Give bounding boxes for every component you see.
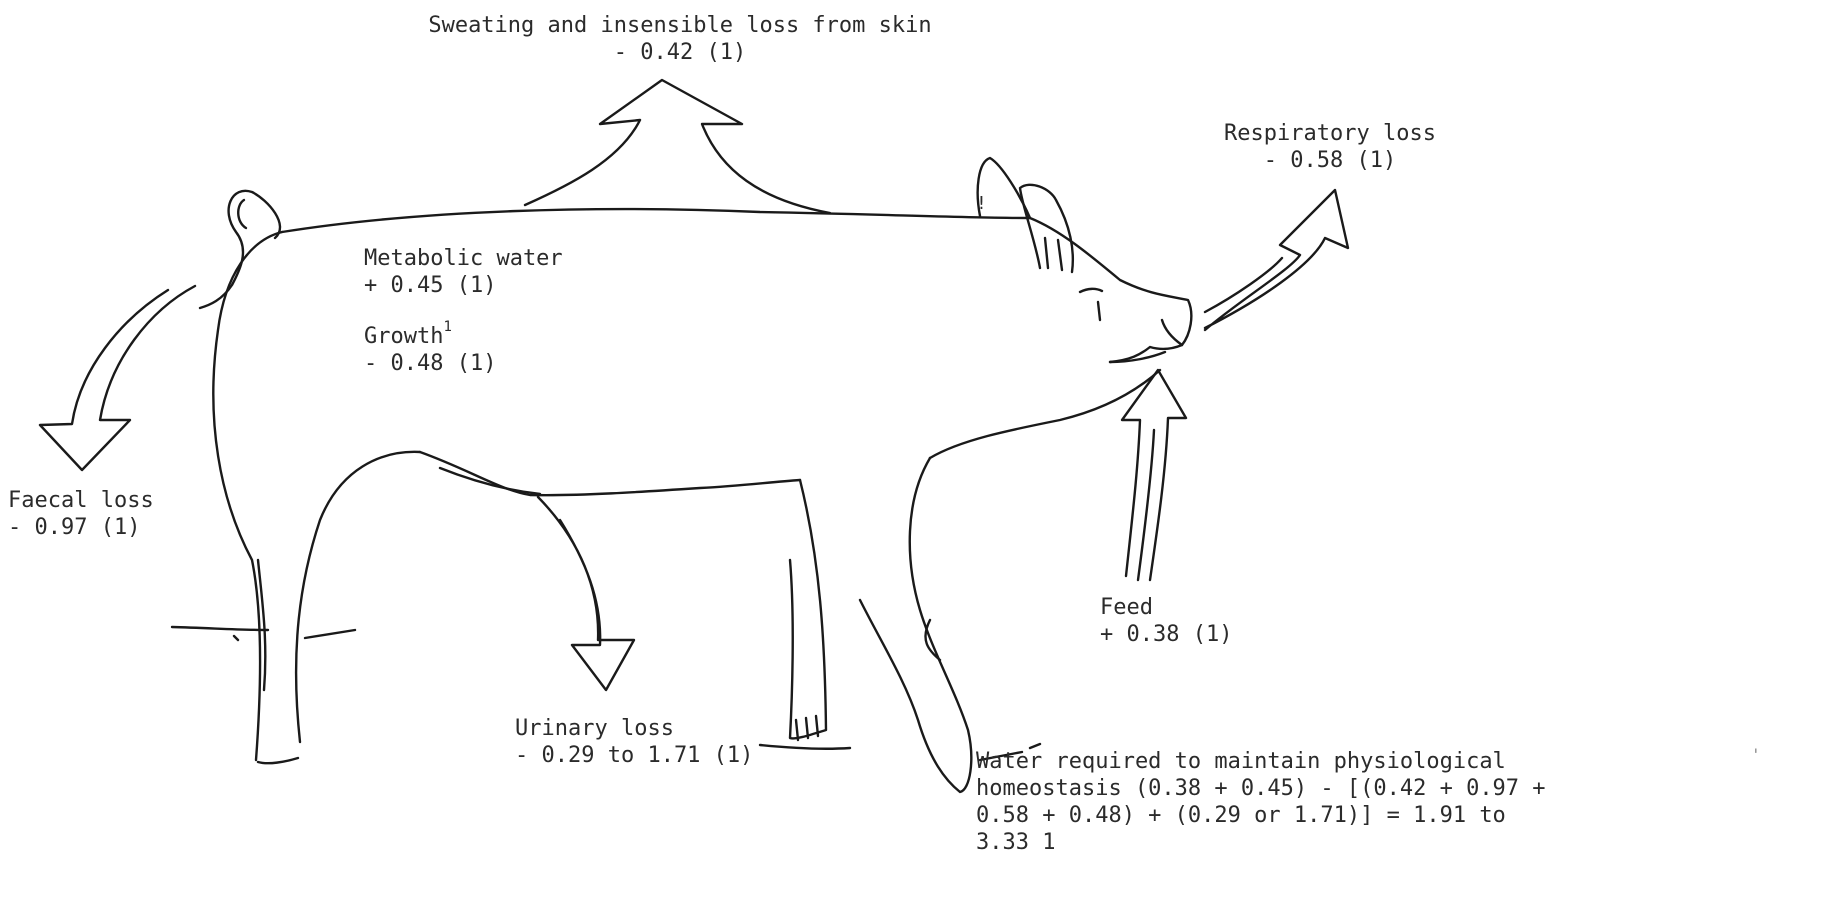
faecal-value: - 0.97 (1) (8, 515, 140, 540)
feed-arrow (1122, 370, 1186, 580)
faecal-title: Faecal loss (8, 488, 154, 513)
feed-value: + 0.38 (1) (1100, 622, 1232, 647)
faecal-label: Faecal loss - 0.97 (1) (8, 487, 154, 541)
metabolic-label: Metabolic water + 0.45 (1) (364, 245, 563, 299)
respiratory-arrow (1205, 190, 1348, 330)
urinary-value: - 0.29 to 1.71 (1) (515, 743, 753, 768)
urinary-title: Urinary loss (515, 716, 674, 741)
tail (200, 191, 280, 308)
homeostasis-line-2: homeostasis (0.38 + 0.45) - [(0.42 + 0.9… (976, 776, 1546, 801)
urinary-arrow (538, 497, 634, 690)
growth-footnote: 1 (443, 319, 451, 335)
homeostasis-line-4: 3.33 1 (976, 830, 1055, 855)
front-leg-far (790, 480, 826, 738)
snout (1030, 218, 1191, 362)
homeostasis-line-1: Water required to maintain physiological (976, 749, 1506, 774)
sweating-arrow (525, 80, 830, 213)
urinary-label: Urinary loss - 0.29 to 1.71 (1) (515, 715, 753, 769)
sweating-value: - 0.42 (1) (614, 40, 746, 65)
scan-speck: ' (1751, 745, 1761, 764)
sweating-label: Sweating and insensible loss from skin -… (380, 12, 980, 66)
front-leg-near (860, 458, 971, 792)
belly (420, 452, 800, 495)
pig-outline (172, 158, 1191, 792)
growth-value: - 0.48 (1) (364, 351, 496, 376)
sweating-title: Sweating and insensible loss from skin (428, 13, 931, 38)
growth-title: Growth (364, 324, 443, 349)
feed-title: Feed (1100, 595, 1153, 620)
metabolic-value: + 0.45 (1) (364, 273, 496, 298)
respiratory-value: - 0.58 (1) (1264, 148, 1396, 173)
ear-mark: ! (976, 190, 987, 217)
respiratory-label: Respiratory loss - 0.58 (1) (1190, 120, 1470, 174)
respiratory-title: Respiratory loss (1224, 121, 1436, 146)
eye (1080, 289, 1102, 292)
homeostasis-note: Water required to maintain physiological… (976, 748, 1546, 856)
homeostasis-line-3: 0.58 + 0.48) + (0.29 or 1.71)] = 1.91 to (976, 803, 1506, 828)
growth-label: Growth1 - 0.48 (1) (364, 323, 496, 377)
metabolic-title: Metabolic water (364, 246, 563, 271)
hind-leg (296, 452, 420, 742)
feed-label: Feed + 0.38 (1) (1100, 594, 1232, 648)
faecal-arrow (40, 286, 195, 470)
